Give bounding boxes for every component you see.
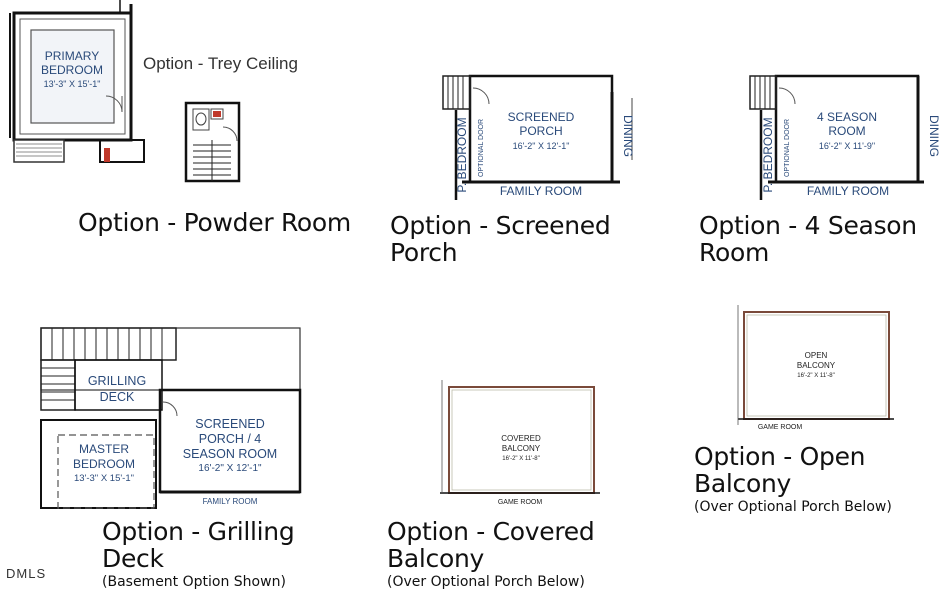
open-balcony-note: (Over Optional Porch Below) [694,499,892,515]
covered-balcony-caption-2: Balcony [387,544,484,573]
screened-porch-name-1: SCREENED [508,110,575,124]
screened-porch-label-left: P. BEDROOM [455,117,469,192]
powder-room-caption: Option - Powder Room [78,209,351,236]
powder-room-caption-text: Option - Powder Room [78,208,351,237]
trey-ceiling-caption: Option - Trey Ceiling [143,54,298,73]
screened-porch-caption-2: Porch [390,238,458,267]
covered-balcony-dims: 16'-2" X 11'-8" [502,456,539,462]
four-season-label-left: P. BEDROOM [761,117,775,192]
trey-room-dims: 13'-3" X 15'-1" [44,79,101,89]
open-balcony-caption-1: Option - Open [694,442,866,471]
screened-porch-caption: Option - Screened Porch [390,211,611,267]
open-balcony-label-bottom: GAME ROOM [758,424,803,431]
four-season-name-2: ROOM [828,124,865,138]
open-balcony-name-1: OPEN [805,351,828,360]
open-balcony-name-2: BALCONY [797,361,836,370]
screened-porch-label-bottom: FAMILY ROOM [500,184,582,198]
grilling-label-bottom: FAMILY ROOM [203,497,258,506]
grilling-deck-caption-2: Deck [102,544,164,573]
covered-balcony-caption-1: Option - Covered [387,517,595,546]
covered-balcony-label-bottom: GAME ROOM [498,499,543,506]
covered-balcony-name-2: BALCONY [502,444,541,453]
open-balcony-dims: 16'-2" X 11'-8" [797,373,834,379]
four-season-plan: 4 SEASON ROOM 16'-2" X 11'-9" P. BEDROOM… [749,74,941,200]
four-season-dims: 16'-2" X 11'-9" [819,141,875,151]
four-season-name-1: 4 SEASON [817,110,877,124]
open-balcony-caption: Option - Open Balcony (Over Optional Por… [694,443,892,515]
grilling-deck-name-2: DECK [100,390,135,404]
screened-porch-plan: SCREENED PORCH 16'-2" X 12'-1" P. BEDROO… [442,74,635,200]
grilling-porch-name-1: SCREENED [195,417,264,431]
screened-porch-label-right: DINING [621,115,635,157]
grilling-deck-name-1: GRILLING [88,374,146,388]
covered-balcony-note: (Over Optional Porch Below) [387,574,585,590]
powder-room-plan [184,101,241,183]
screened-porch-caption-1: Option - Screened [390,211,611,240]
covered-balcony-name-1: COVERED [501,434,541,443]
open-balcony-plan: OPEN BALCONY 16'-2" X 11'-8" GAME ROOM [737,305,894,431]
four-season-caption-1: Option - 4 Season [699,211,917,240]
four-season-label-door: OPTIONAL DOOR [784,119,791,177]
screened-porch-name-2: PORCH [519,124,562,138]
grilling-bed-dims: 13'-3" X 15'-1" [74,473,134,484]
trey-ceiling-plan: PRIMARY BEDROOM 13'-3" X 15'-1" [9,0,145,163]
screened-porch-label-door: OPTIONAL DOOR [478,119,485,177]
screened-porch-dims: 16'-2" X 12'-1" [513,141,570,151]
trey-room-name-2: BEDROOM [41,63,103,77]
covered-balcony-plan: COVERED BALCONY 16'-2" X 11'-8" GAME ROO… [440,380,600,506]
four-season-label-bottom: FAMILY ROOM [807,184,889,198]
grilling-deck-caption-1: Option - Grilling [102,517,295,546]
grilling-porch-name-2: PORCH / 4 [199,432,262,446]
grilling-bed-name-2: BEDROOM [73,457,135,471]
four-season-caption-2: Room [699,238,769,267]
grilling-deck-plan: GRILLING DECK SCREENED PORCH / 4 SEASON … [40,327,302,509]
open-balcony-caption-2: Balcony [694,469,791,498]
dmls-watermark: DMLS [6,566,47,581]
trey-room-name-1: PRIMARY [45,49,99,63]
grilling-bed-name-1: MASTER [79,442,129,456]
four-season-caption: Option - 4 Season Room [699,212,917,266]
grilling-porch-name-3: SEASON ROOM [183,447,277,461]
grilling-porch-dims: 16'-2" X 12'-1" [198,463,262,474]
grilling-deck-caption: Option - Grilling Deck (Basement Option … [102,517,295,590]
four-season-label-right: DINING [927,115,941,157]
grilling-deck-note: (Basement Option Shown) [102,574,286,590]
covered-balcony-caption: Option - Covered Balcony (Over Optional … [387,517,595,590]
